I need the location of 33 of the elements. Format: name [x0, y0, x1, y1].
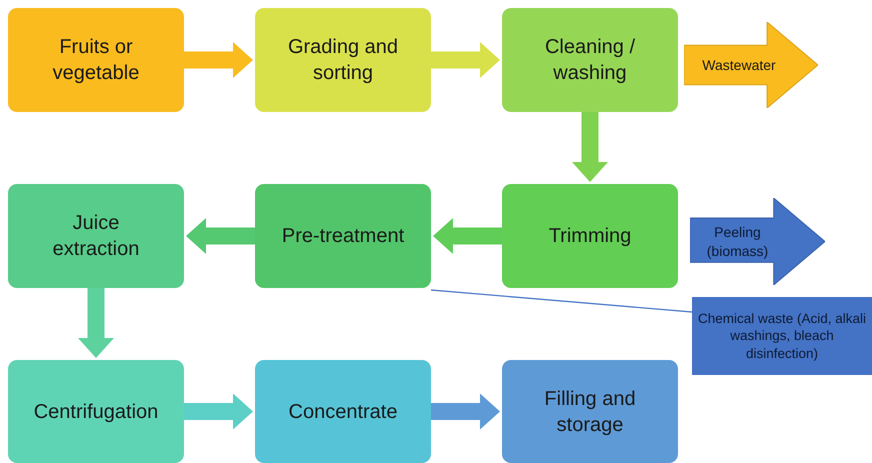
node-label: Filling and storage [543, 386, 637, 438]
process-box [8, 184, 184, 288]
output-tag [684, 22, 818, 108]
process-box [502, 184, 678, 288]
block-arrow [186, 218, 255, 254]
node-label: Wastewater [702, 56, 776, 74]
block-arrow [184, 42, 253, 78]
node-label: Concentrate [288, 400, 398, 424]
block-arrow [184, 394, 253, 430]
node-label: Pre-treatment [282, 224, 404, 249]
output-tag [690, 198, 825, 285]
process-box [502, 8, 678, 112]
node-label: Fruits or vegetable [52, 35, 140, 86]
process-box [502, 360, 678, 463]
block-arrow [431, 42, 500, 78]
node-label: Grading and sorting [286, 35, 400, 86]
node-label: Chemical waste (Acid, alkali washings, bleach disinfection) [696, 310, 868, 362]
process-box [8, 8, 184, 112]
node-label: Juice extraction [52, 211, 140, 262]
process-box [255, 184, 431, 288]
connector-line [430, 289, 692, 313]
node-label: Cleaning / washing [544, 35, 636, 86]
output-box [692, 297, 872, 375]
block-arrow [78, 288, 114, 358]
process-box [255, 8, 431, 112]
process-box [8, 360, 184, 463]
node-label: Peeling (biomass) [706, 223, 770, 260]
node-label: Trimming [548, 224, 632, 249]
process-box [255, 360, 431, 463]
block-arrow [431, 394, 500, 430]
block-arrow [433, 218, 502, 254]
node-label: Centrifugation [34, 400, 158, 424]
block-arrow [572, 112, 608, 182]
